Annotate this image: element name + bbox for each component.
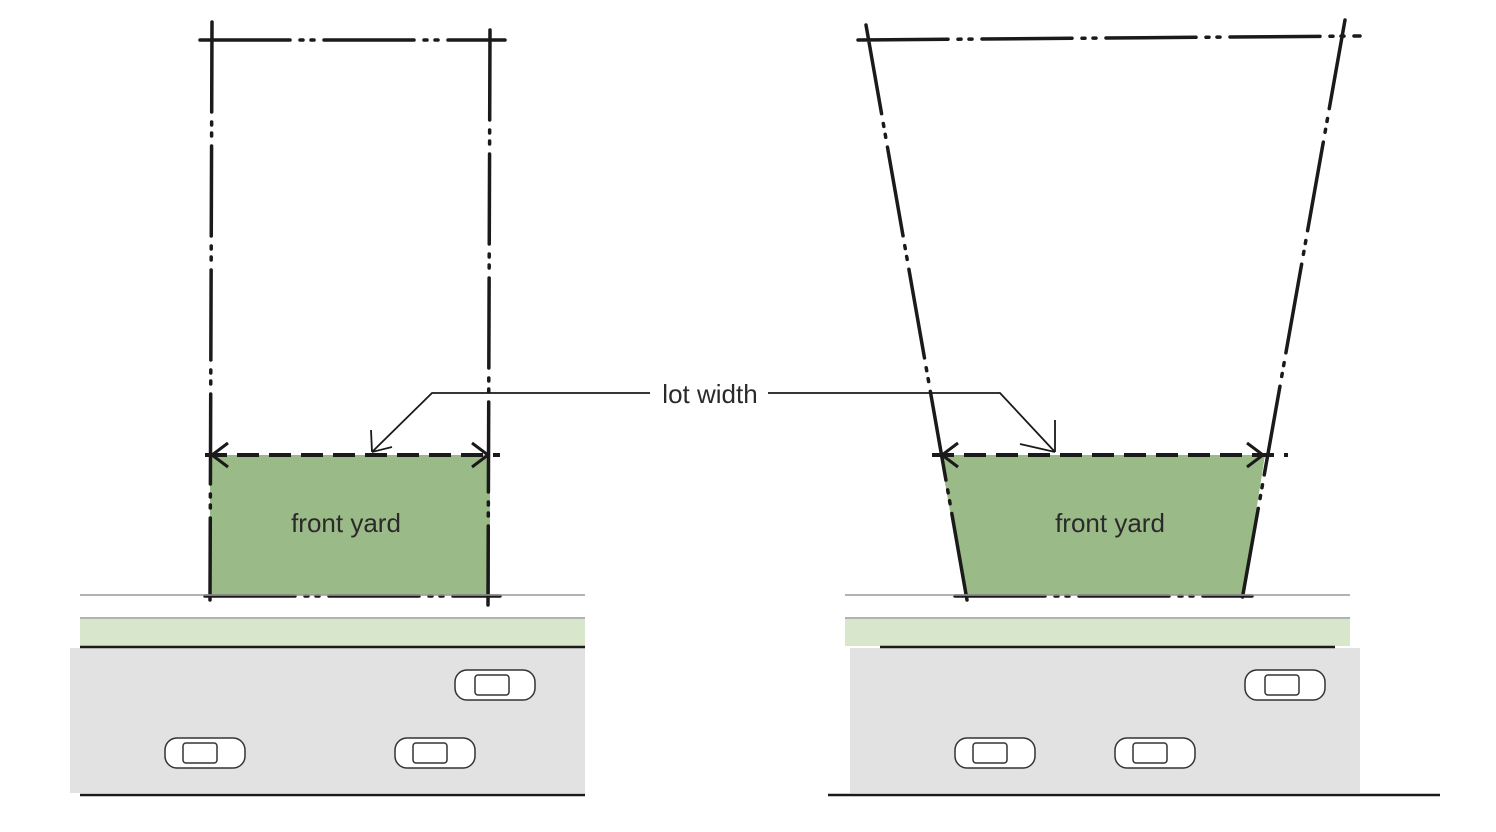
- lot-width-label: lot width: [662, 379, 757, 409]
- property-line-left: [198, 20, 507, 607]
- front-yard-area-left: [210, 455, 490, 595]
- sidewalk-strip-right: [845, 619, 1350, 646]
- car-icon: [164, 737, 246, 769]
- front-yard-label-left: front yard: [291, 508, 401, 538]
- front-yard-label-right: front yard: [1055, 508, 1165, 538]
- sidewalk-strip-left: [80, 619, 585, 646]
- leader-line-left: [370, 392, 650, 453]
- car-icon: [1244, 669, 1326, 701]
- car-icon: [394, 737, 476, 769]
- street-right: [828, 594, 1440, 797]
- lot-width-arrow-left: [209, 441, 491, 469]
- leader-line-right: [768, 392, 1056, 453]
- property-line-right: [856, 18, 1362, 602]
- street-left: [70, 594, 585, 797]
- tapered-lot: front yard: [856, 18, 1362, 602]
- front-yard-area-right: [940, 455, 1265, 595]
- car-icon: [1114, 737, 1196, 769]
- rectangular-lot: front yard: [198, 20, 507, 607]
- lot-width-callout: lot width: [370, 379, 1056, 453]
- lot-width-arrow-right: [939, 441, 1266, 469]
- car-icon: [954, 737, 1036, 769]
- car-icon: [454, 669, 536, 701]
